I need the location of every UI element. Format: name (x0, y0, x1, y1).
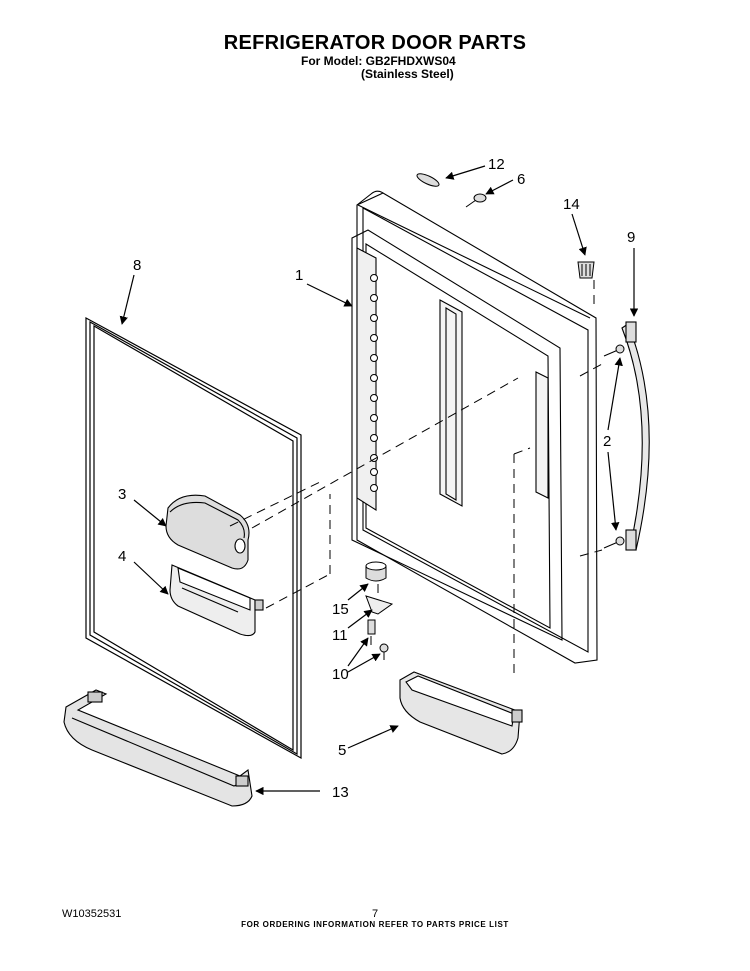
assembly-lines (229, 280, 603, 676)
callout-labels: 12 6 14 9 8 1 2 3 4 15 11 10 5 13 (118, 156, 635, 801)
door-handle (621, 321, 650, 551)
page-number: 7 (372, 908, 379, 920)
callout-15: 15 (332, 601, 349, 618)
callout-14: 14 (563, 196, 580, 213)
shelf-clips (370, 274, 378, 492)
callout-12: 12 (488, 156, 505, 173)
dispenser-bin (169, 564, 264, 637)
callout-13: 13 (332, 784, 349, 801)
callout-5: 5 (338, 742, 346, 759)
callout-9: 9 (627, 229, 635, 246)
dispenser-housing (165, 494, 250, 570)
bracket-screws (367, 619, 389, 660)
page-title: REFRIGERATOR DOOR PARTS (223, 32, 527, 54)
hinge-cam (365, 561, 387, 582)
callout-3: 3 (118, 486, 126, 503)
top-screw (465, 193, 487, 208)
callout-1: 1 (295, 267, 303, 284)
handle-screws (603, 344, 625, 549)
callout-11: 11 (332, 627, 348, 644)
finish-line: (Stainless Steel) (361, 67, 454, 81)
hinge-bushing (577, 261, 595, 279)
door-plug (416, 173, 440, 187)
leader-lines (119, 165, 639, 796)
ordering-note: FOR ORDERING INFORMATION REFER TO PARTS … (241, 920, 509, 929)
model-line: For Model: GB2FHDXWS04 (301, 54, 456, 68)
callout-6: 6 (517, 171, 525, 188)
callout-2: 2 (603, 433, 611, 450)
callout-4: 4 (118, 548, 126, 565)
callout-10: 10 (332, 666, 349, 683)
door-bin (399, 671, 523, 755)
document-number: W10352531 (62, 908, 122, 920)
door-liner (351, 190, 598, 664)
callout-8: 8 (133, 257, 141, 274)
bottom-shelf-bar (63, 689, 253, 807)
